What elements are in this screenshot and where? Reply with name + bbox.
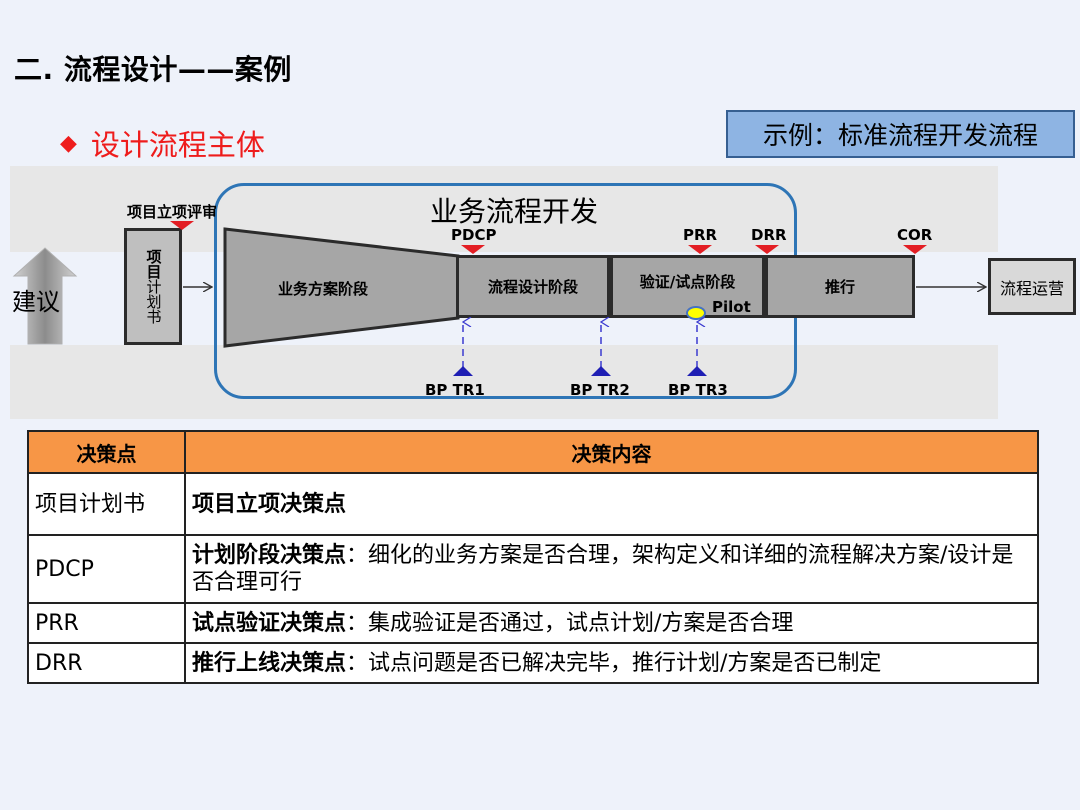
decision-table: 决策点 决策内容 项目计划书 项目立项决策点 PDCP 计划阶段决策点：细化的业… [27,430,1039,684]
plan-box-bold-text: 项目 [144,249,163,279]
decision-content-bold: 计划阶段决策点 [192,543,347,568]
milestone-label-pdcp: PDCP [451,226,497,244]
header-decision-content: 决策内容 [184,430,1039,474]
table-header-row: 决策点 决策内容 [27,430,1039,474]
decision-content-bold: 项目立项决策点 [192,491,347,517]
decision-content-text: ：集成验证是否通过，试点计划/方案是否合理 [346,610,794,636]
decision-point-cell: DRR [27,642,186,684]
stage-1-trapezoid [223,227,460,348]
stage-process-design: 流程设计阶段 [456,255,610,318]
plan-box-text: 计划书 [144,279,163,324]
stage-label-business-plan: 业务方案阶段 [278,280,369,298]
decision-content-cell: 试点验证决策点：集成验证是否通过，试点计划/方案是否合理 [184,602,1039,644]
pilot-marker-icon [686,306,706,320]
bp-tr3-label: BP TR3 [668,381,728,399]
decision-content-cell: 推行上线决策点：试点问题是否已解决完毕，推行计划/方案是否已制定 [184,642,1039,684]
stage-rollout: 推行 [765,255,915,318]
project-plan-text: 项目计划书 [144,249,163,324]
milestone-label-cor: COR [897,226,933,244]
project-plan-box: 项目计划书 [124,228,182,345]
table-row: PDCP 计划阶段决策点：细化的业务方案是否合理，架构定义和详细的流程解决方案/… [27,534,1039,604]
milestone-label-prr: PRR [683,226,718,244]
table-row: DRR 推行上线决策点：试点问题是否已解决完毕，推行计划/方案是否已制定 [27,642,1039,684]
stage-label-process-design: 流程设计阶段 [487,278,578,296]
section-heading: ◆ 设计流程主体 [60,122,265,164]
decision-point-cell: 项目计划书 [27,472,186,536]
table-row: 项目计划书 项目立项决策点 [27,472,1039,536]
bp-tr2-label: BP TR2 [570,381,630,399]
section-heading-text: 设计流程主体 [90,128,265,162]
bp-tr1-label: BP TR1 [425,381,485,399]
decision-content-bold: 推行上线决策点 [192,650,347,676]
decision-point-cell: PDCP [27,534,186,604]
stage-label-validation-pilot: 验证/试点阶段 [639,273,736,291]
page-title: 二. 流程设计——案例 [14,53,292,86]
decision-point-cell: PRR [27,602,186,644]
decision-content-text: ：细化的业务方案是否合理，架构定义和详细的流程解决方案/设计是否合理可行 [192,543,1014,595]
project-review-label: 项目立项评审 [127,203,218,221]
up-arrow-icon [12,247,78,345]
process-operations-box: 流程运营 [988,258,1076,315]
suggestion-label: 建议 [12,288,60,316]
decision-content-bold: 试点验证决策点 [192,610,347,636]
example-label-box: 示例：标准流程开发流程 [726,110,1075,158]
table-row: PRR 试点验证决策点：集成验证是否通过，试点计划/方案是否合理 [27,602,1039,644]
frame-title: 业务流程开发 [430,195,599,228]
pilot-label: Pilot [712,298,751,316]
stage-label-rollout: 推行 [824,278,855,296]
decision-content-cell: 项目立项决策点 [184,472,1039,536]
diamond-bullet-icon: ◆ [60,130,77,156]
milestone-label-drr: DRR [751,226,787,244]
operations-label: 流程运营 [999,278,1064,298]
decision-content-cell: 计划阶段决策点：细化的业务方案是否合理，架构定义和详细的流程解决方案/设计是否合… [184,534,1039,604]
header-decision-point: 决策点 [27,430,186,474]
decision-content-text: ：试点问题是否已解决完毕，推行计划/方案是否已制定 [346,650,882,676]
